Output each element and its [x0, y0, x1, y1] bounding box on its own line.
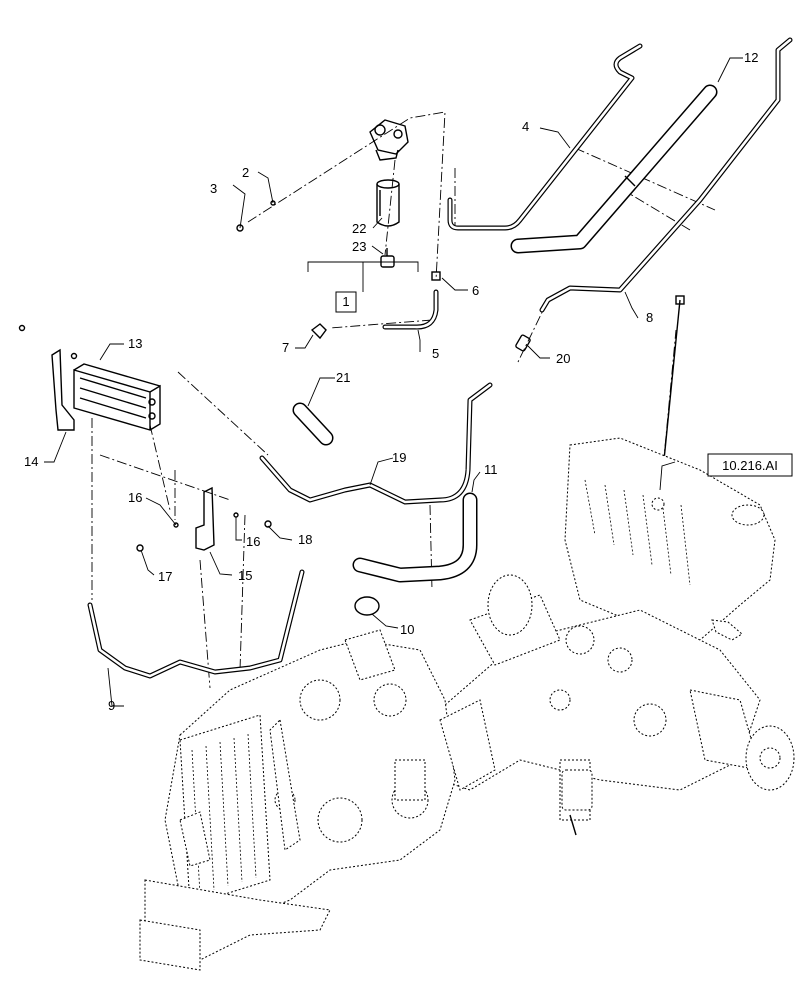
fuel-filter-head — [369, 119, 409, 161]
callout-14: 14 — [24, 454, 38, 469]
callout-11: 11 — [484, 462, 498, 477]
leader-lines — [44, 57, 743, 707]
callout-16b: 16 — [246, 534, 260, 549]
callout-9: 9 — [108, 698, 115, 713]
callout-15: 15 — [238, 568, 252, 583]
hose-21 — [292, 402, 334, 446]
callout-23: 23 — [352, 239, 366, 254]
screw-top-left — [18, 324, 26, 332]
callout-17: 17 — [158, 569, 172, 584]
fuel-line-8 — [539, 37, 793, 313]
callout-2: 2 — [242, 165, 249, 180]
nut-18 — [264, 520, 272, 528]
phantom-lines — [91, 111, 716, 689]
washer-16b — [233, 512, 239, 518]
callout-10: 10 — [400, 622, 414, 637]
callout-3: 3 — [210, 181, 217, 196]
washer-16a — [173, 522, 179, 528]
callout-13: 13 — [128, 336, 142, 351]
callout-22: 22 — [352, 221, 366, 236]
callout-18: 18 — [298, 532, 312, 547]
fuel-line-4 — [447, 43, 643, 231]
hose-12 — [510, 84, 718, 254]
reference-box[interactable]: 10.216.AI — [707, 453, 793, 477]
bracket-15 — [195, 486, 215, 551]
bolt-17 — [136, 544, 144, 552]
callout-1: 1 — [342, 294, 349, 309]
fitting-6 — [431, 271, 441, 281]
callout-12: 12 — [744, 50, 758, 65]
screw-13 — [70, 352, 78, 360]
fitting-20 — [515, 334, 531, 352]
callout-8: 8 — [646, 310, 653, 325]
callout-20: 20 — [556, 351, 570, 366]
fuel-filter-element — [376, 179, 400, 227]
callout-16a: 16 — [128, 490, 142, 505]
reference-label[interactable]: 10.216.AI — [722, 458, 778, 473]
callout-6: 6 — [472, 283, 479, 298]
callout-5: 5 — [432, 346, 439, 361]
bracket-14 — [51, 348, 75, 431]
fitting-7 — [310, 323, 327, 340]
callout-4: 4 — [522, 119, 529, 134]
clamp-10 — [354, 596, 380, 616]
fuel-line-5 — [382, 289, 439, 330]
fuel-cooler-13 — [73, 363, 161, 431]
callout-7: 7 — [282, 340, 289, 355]
fuel-line-19 — [259, 382, 493, 505]
hose-11 — [352, 492, 478, 583]
kit-bracket — [307, 261, 419, 313]
callout-labels: 1 2 3 4 5 6 7 8 9 10 11 12 13 14 15 16 1… — [24, 50, 758, 713]
tractor-assembly — [139, 437, 795, 971]
callout-19: 19 — [392, 450, 406, 465]
callout-21: 21 — [336, 370, 350, 385]
fuel-line-9 — [87, 569, 305, 679]
water-sensor — [380, 248, 395, 268]
